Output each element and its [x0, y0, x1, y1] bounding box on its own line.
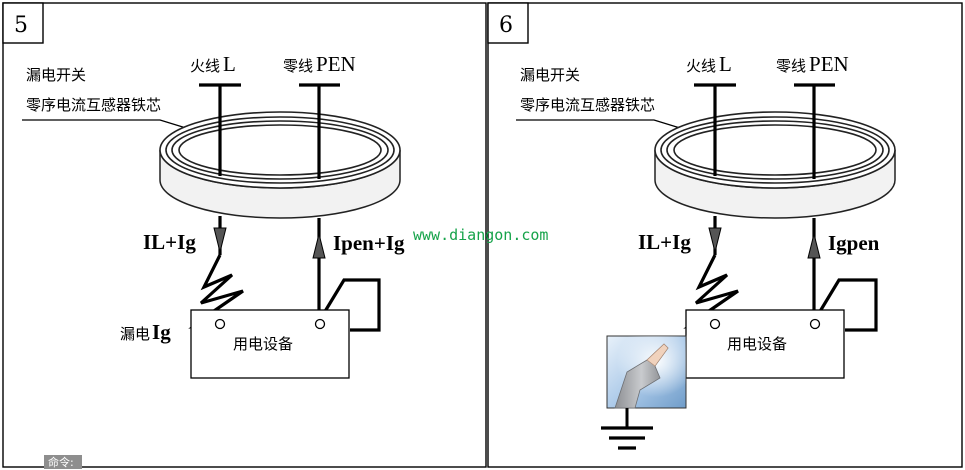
- command-label: 命令:: [48, 455, 74, 469]
- command-bar: [44, 455, 82, 469]
- panel-number: 6: [499, 13, 513, 38]
- panel-5-border: [2, 2, 487, 468]
- current-down-arrow: [213, 227, 227, 253]
- leakage-zigzag: [692, 254, 739, 324]
- leakage-label: 漏电Ig: [120, 320, 171, 344]
- leak-switch-label: 漏电开关: [520, 66, 580, 84]
- device-neutral-terminal: [314, 318, 326, 330]
- current-down-label: IL+Ig: [638, 230, 691, 254]
- current-up-arrow: [807, 233, 821, 259]
- ground-symbol: [601, 408, 653, 450]
- ct-core-ring: [654, 111, 896, 219]
- device-live-terminal: [709, 318, 721, 330]
- device-neutral-terminal: [809, 318, 821, 330]
- leak-switch-label: 漏电开关: [26, 66, 86, 84]
- panel-number: 5: [14, 13, 28, 38]
- ct-core-ring: [159, 111, 401, 219]
- panel-number-box: [2, 2, 44, 44]
- return-loop-wire: [319, 278, 381, 332]
- core-label: 零序电流互感器铁芯: [520, 96, 655, 114]
- current-down-arrow: [708, 227, 722, 253]
- person-touch-photo: [606, 335, 687, 409]
- core-leader-line: [516, 119, 681, 129]
- core-leader-line: [22, 119, 187, 129]
- device-live-terminal: [214, 318, 226, 330]
- panel-6-border: [487, 2, 963, 468]
- panel-number-box: [487, 2, 529, 44]
- current-up-arrow: [312, 233, 326, 259]
- load-device-label: 用电设备: [727, 335, 787, 353]
- watermark: www.diangon.com: [413, 226, 548, 244]
- current-down-label: IL+Ig: [143, 230, 196, 254]
- leakage-zigzag: [197, 254, 244, 324]
- current-up-label: Igpen: [828, 231, 880, 255]
- core-label: 零序电流互感器铁芯: [26, 96, 161, 114]
- load-device-label: 用电设备: [233, 335, 293, 353]
- return-loop-wire: [814, 278, 878, 332]
- current-up-label: Ipen+Ig: [333, 231, 405, 255]
